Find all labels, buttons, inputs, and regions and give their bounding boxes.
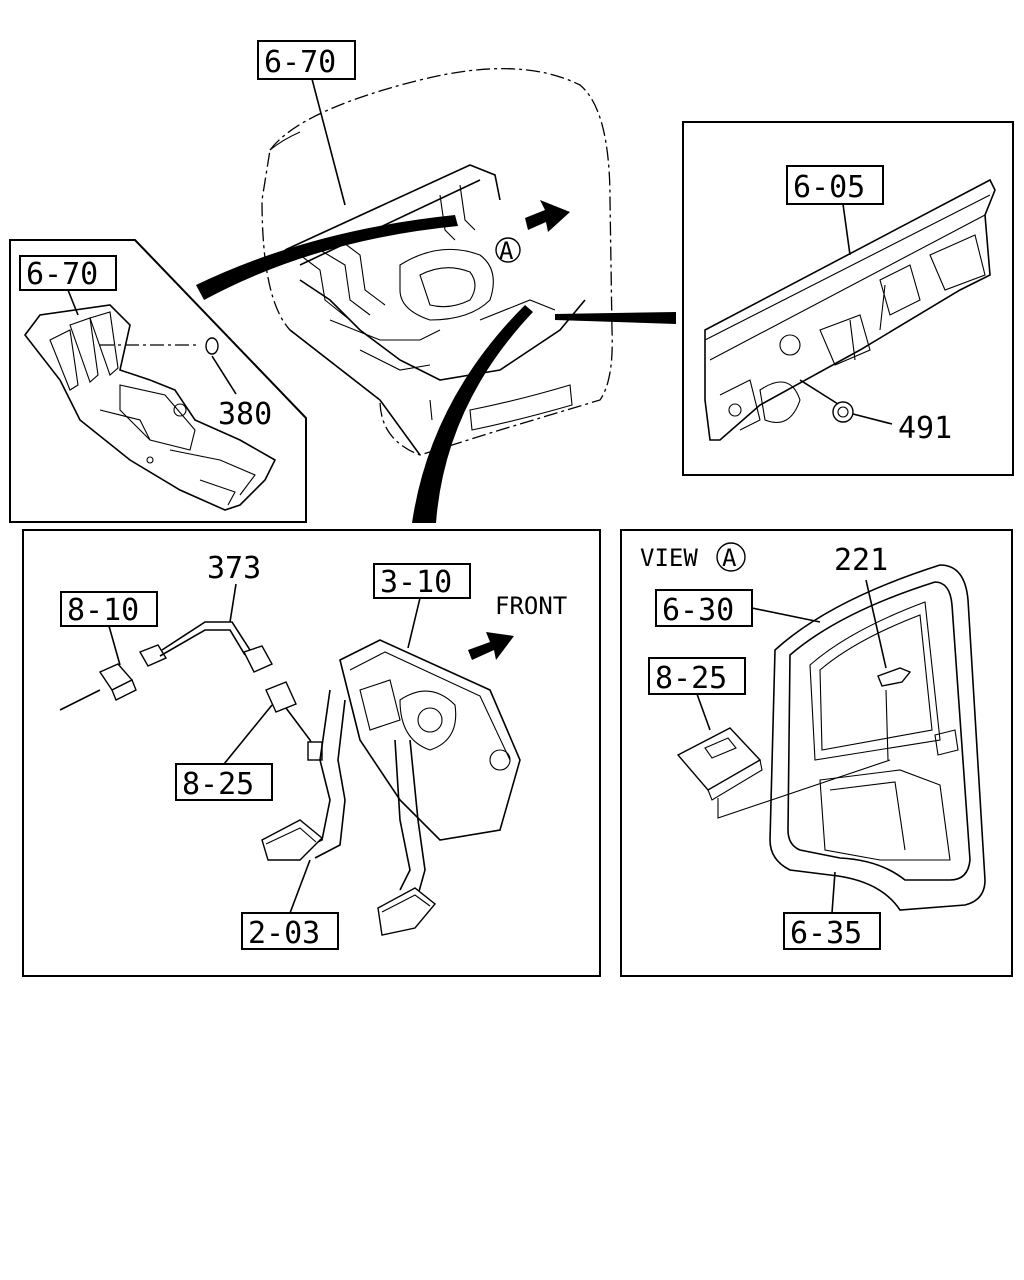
- callout-8-10: 8-10: [67, 593, 139, 628]
- callout-box-6-30: [655, 589, 753, 627]
- callout-6-70-left: 6-70: [26, 257, 98, 292]
- window-switch-8-25: [676, 689, 891, 819]
- callout-box-2-03: [241, 912, 339, 950]
- leader-arc-left: [196, 215, 458, 300]
- leader-arc-right: [555, 312, 676, 324]
- dash-panel-drawing: [704, 178, 996, 441]
- callout-2-03: 2-03: [248, 916, 320, 951]
- view-letter: A: [722, 544, 737, 572]
- lamp-221: [877, 667, 912, 687]
- wire-harness-373: [59, 621, 273, 711]
- callout-box-6-05: [786, 165, 884, 205]
- callout-box-3-10: [373, 563, 471, 599]
- grommet-491: [832, 401, 854, 423]
- part-number-373: 373: [207, 551, 261, 586]
- callout-6-30: 6-30: [662, 593, 734, 628]
- leader-arc-bottom: [412, 305, 533, 523]
- plug-380: [205, 337, 219, 355]
- callout-6-05: 6-05: [793, 170, 865, 205]
- callout-box-8-10: [60, 591, 158, 627]
- front-label: FRONT: [495, 592, 567, 620]
- floor-panel-drawing: [23, 304, 277, 511]
- callout-6-35: 6-35: [790, 916, 862, 951]
- door-drawing: [769, 564, 986, 911]
- inset-floor-panel-frame: [9, 239, 307, 523]
- part-number-380: 380: [218, 397, 272, 432]
- callout-8-25-left: 8-25: [182, 767, 254, 802]
- cab-overview: A: [261, 67, 613, 456]
- callout-8-25-right: 8-25: [655, 661, 727, 696]
- view-label: VIEW: [640, 544, 698, 572]
- callout-3-10: 3-10: [380, 565, 452, 600]
- callout-box-6-35: [783, 912, 881, 950]
- pedal-assembly: [261, 639, 521, 936]
- front-arrow: [468, 632, 514, 660]
- callout-box-6-70-top: [257, 40, 356, 80]
- part-number-491: 491: [898, 411, 952, 446]
- view-marker-letter: A: [499, 237, 514, 265]
- callout-6-70-top: 6-70: [264, 45, 336, 80]
- part-number-221: 221: [834, 543, 888, 578]
